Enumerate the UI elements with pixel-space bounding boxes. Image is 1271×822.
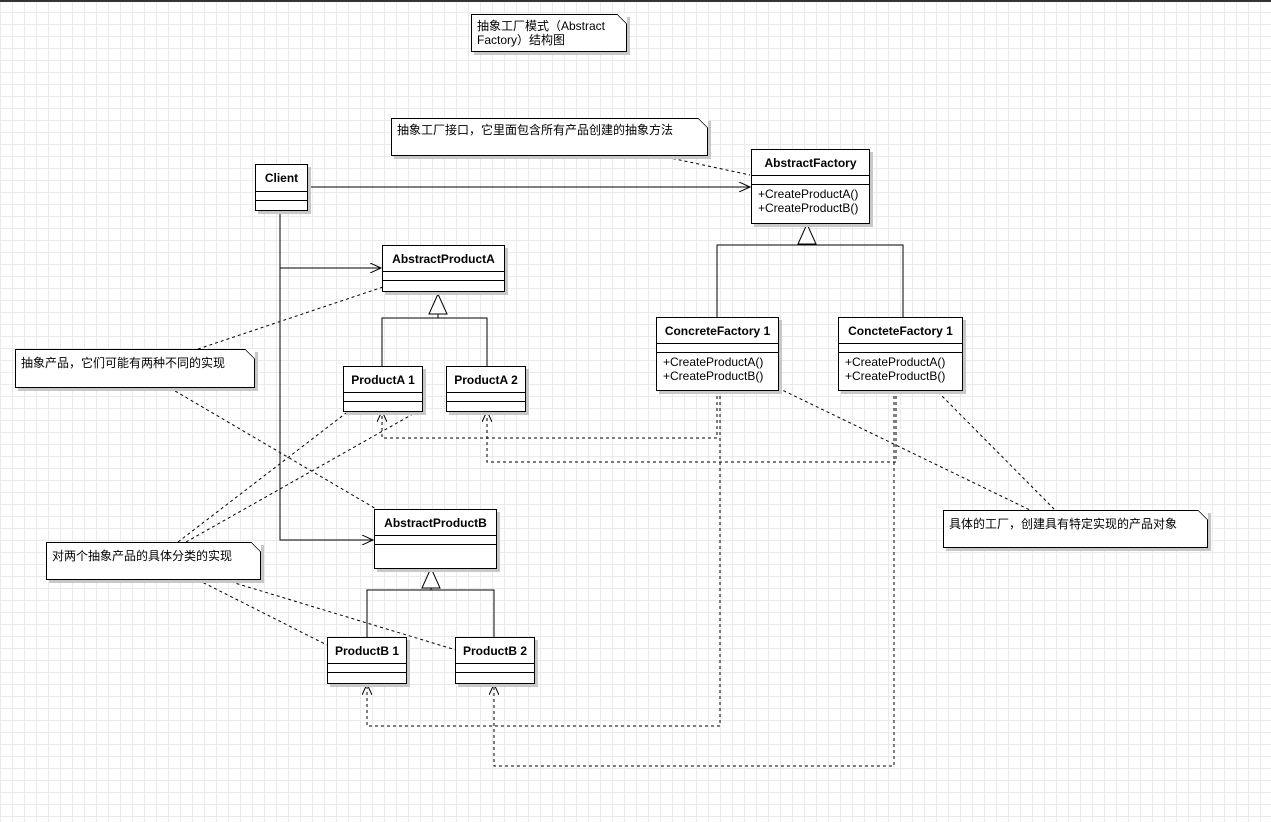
operation: +CreateProductB() (663, 369, 764, 383)
cf2-creates-producta2 (487, 390, 897, 463)
note-anchor-concrete-factory-2 (937, 391, 1056, 511)
note-anchor-abstract-products-2 (169, 387, 379, 511)
abstractfactory-class-operations: +CreateProductA() +CreateProductB() (752, 185, 869, 217)
factory-interface-note-text: 抽象工厂接口，它里面包含所有产品创建的抽象方法 (397, 123, 674, 137)
factory-interface-note[interactable]: 抽象工厂接口，它里面包含所有产品创建的抽象方法 (391, 118, 708, 156)
cf1-creates-productb1 (367, 390, 721, 727)
note-anchor-factory-interface (660, 155, 751, 176)
operation: +CreateProductB() (845, 369, 946, 383)
producta2-class-attributes (447, 393, 525, 402)
concrete-factories-note-text: 具体的工厂，创建具有特定实现的产品对象 (949, 517, 1178, 531)
producta1-class[interactable]: ProductA 1 (343, 366, 423, 412)
concretefactory1-class[interactable]: ConcreteFactory 1 +CreateProductA() +Cre… (656, 317, 779, 391)
cf2-creates-productb2 (494, 390, 895, 767)
operation: +CreateProductA() (663, 355, 764, 369)
abstractproducta-class-attributes (383, 272, 504, 281)
concretefactory2-class-operations: +CreateProductA() +CreateProductB() (839, 353, 962, 385)
client-class-attributes (256, 192, 307, 201)
client-class[interactable]: Client (255, 164, 308, 211)
cf1-creates-producta1 (382, 390, 718, 439)
concrete-products-note[interactable]: 对两个抽象产品的具体分类的实现 (46, 542, 261, 580)
abstractproductb-class-name: AbstractProductB (375, 510, 496, 536)
abstractproducta-class-name: AbstractProductA (383, 246, 504, 272)
product-a-generalization-lines (381, 317, 488, 366)
operation: +CreateProductB() (758, 201, 859, 215)
note-anchor-concrete-products-b2 (224, 579, 457, 651)
producta1-class-name: ProductA 1 (344, 367, 422, 393)
client-class-name: Client (256, 165, 307, 192)
operation: +CreateProductA() (758, 187, 859, 201)
client-to-abstractproducta-association (279, 210, 381, 268)
producta1-class-attributes (344, 393, 422, 402)
productb2-class-attributes (456, 664, 534, 673)
note-fold-corner (245, 349, 255, 359)
note-anchor-abstract-products-1 (197, 286, 384, 350)
abstract-products-note-text: 抽象产品，它们可能有两种不同的实现 (21, 356, 226, 370)
client-to-abstractproductb-association (279, 268, 373, 540)
productb1-class-name: ProductB 1 (328, 638, 406, 664)
operation: +CreateProductA() (845, 355, 946, 369)
producta2-class-name: ProductA 2 (447, 367, 525, 393)
title-note[interactable]: 抽象工厂模式（Abstract Factory）结构图 (471, 14, 627, 52)
note-anchor-concrete-products-b1 (197, 579, 328, 646)
concrete-factories-note[interactable]: 具体的工厂，创建具有特定实现的产品对象 (943, 510, 1208, 548)
canvas-top-border (0, 0, 1271, 2)
concretefactory1-class-attributes (657, 344, 778, 353)
concretefactory2-class[interactable]: ConcteteFactory 1 +CreateProductA() +Cre… (838, 317, 963, 391)
product-b-generalization-lines (366, 589, 495, 637)
note-anchor-concrete-factory-1 (777, 387, 1031, 511)
note-anchor-concrete-products-a1 (177, 409, 351, 543)
concretefactory1-class-name: ConcreteFactory 1 (657, 318, 778, 344)
note-fold-corner (698, 118, 708, 128)
note-fold-corner (1198, 510, 1208, 520)
producta2-class[interactable]: ProductA 2 (446, 366, 526, 412)
factory-generalization-triangle (797, 222, 817, 245)
concretefactory2-class-name: ConcteteFactory 1 (839, 318, 962, 344)
abstract-products-note[interactable]: 抽象产品，它们可能有两种不同的实现 (15, 349, 255, 388)
note-fold-corner (251, 542, 261, 552)
concretefactory1-class-operations: +CreateProductA() +CreateProductB() (657, 353, 778, 385)
product-b-generalization-triangle (421, 566, 441, 589)
note-anchor-concrete-products-a2 (185, 409, 421, 543)
productb1-class[interactable]: ProductB 1 (327, 637, 407, 684)
abstractproductb-class-attributes (375, 536, 496, 545)
abstractfactory-class-attributes (752, 176, 869, 185)
title-note-text: 抽象工厂模式（Abstract Factory）结构图 (477, 19, 606, 47)
factory-generalization-lines (716, 244, 904, 318)
productb1-class-attributes (328, 664, 406, 673)
abstractfactory-class[interactable]: AbstractFactory +CreateProductA() +Creat… (751, 149, 870, 224)
abstractfactory-class-name: AbstractFactory (752, 150, 869, 176)
product-a-generalization-triangle (428, 292, 448, 315)
concretefactory2-class-attributes (839, 344, 962, 353)
productb2-class-name: ProductB 2 (456, 638, 534, 664)
concrete-products-note-text: 对两个抽象产品的具体分类的实现 (52, 549, 233, 563)
abstractproducta-class[interactable]: AbstractProductA (382, 245, 505, 292)
productb2-class[interactable]: ProductB 2 (455, 637, 535, 684)
note-fold-corner (617, 14, 627, 24)
abstractproductb-class[interactable]: AbstractProductB (374, 509, 497, 569)
